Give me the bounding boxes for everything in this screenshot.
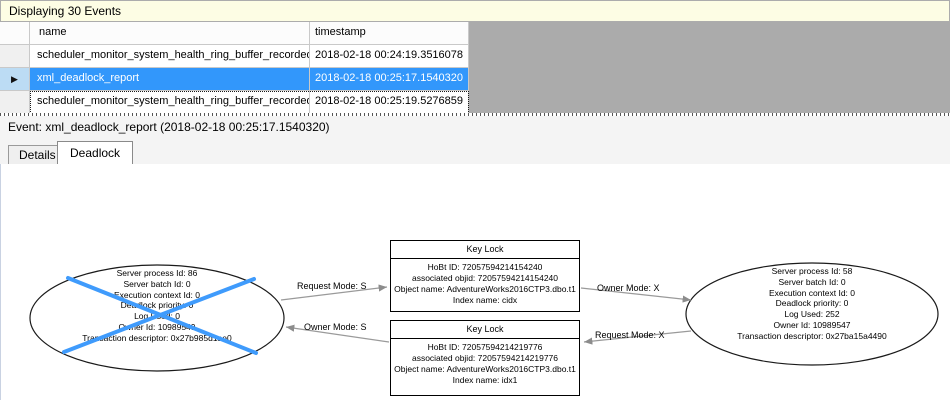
column-header-timestamp[interactable]: timestamp bbox=[310, 22, 469, 45]
events-grid-area: name timestamp scheduler_monitor_system_… bbox=[0, 22, 950, 114]
resource-title: Key Lock bbox=[391, 241, 579, 259]
process-attr: Deadlock priority: 0 bbox=[775, 298, 849, 309]
resource-detail-lines: HoBt ID: 72057594214219776 associated ob… bbox=[391, 339, 579, 386]
grid-corner-cell bbox=[0, 22, 30, 45]
edge-label-owner-mode-s: Owner Mode: S bbox=[304, 322, 367, 332]
edge-label-owner-mode-x: Owner Mode: X bbox=[597, 283, 660, 293]
row-header-cell[interactable] bbox=[0, 45, 30, 68]
row-header-cell[interactable]: ▶ bbox=[0, 68, 30, 91]
resource-attr: Index name: cidx bbox=[452, 295, 518, 305]
edge-label-request-mode-x: Request Mode: X bbox=[595, 330, 665, 340]
event-summary: Event: xml_deadlock_report (2018-02-18 0… bbox=[0, 116, 950, 139]
deadlock-graph-pane: Server process Id: 86 Server batch Id: 0… bbox=[0, 164, 950, 400]
process-attr: Execution context Id: 0 bbox=[114, 289, 200, 300]
process-attr: Log Used: 252 bbox=[784, 309, 840, 320]
process-attr: Server batch Id: 0 bbox=[778, 276, 846, 287]
process-attr: Transaction descriptor: 0x27ba15a4490 bbox=[737, 330, 887, 341]
process-attr: Owner Id: 10989547 bbox=[773, 319, 851, 330]
process-attr: Deadlock priority: 0 bbox=[120, 300, 194, 311]
process-attr: Server process Id: 86 bbox=[116, 268, 198, 278]
resource-attr: Object name: AdventureWorks2016CTP3.dbo.… bbox=[394, 364, 576, 374]
edge-owner-mode-x bbox=[580, 287, 692, 303]
grid-header-row: name timestamp bbox=[0, 22, 469, 45]
row-header-cell[interactable] bbox=[0, 91, 30, 114]
edge-request-mode-x bbox=[583, 330, 692, 345]
process-attr: Execution context Id: 0 bbox=[769, 287, 855, 298]
resource-attr: Object name: AdventureWorks2016CTP3.dbo.… bbox=[394, 284, 576, 294]
tab-strip: Details Deadlock bbox=[0, 139, 950, 164]
edge-request-mode-s bbox=[280, 284, 388, 301]
event-name-cell[interactable]: scheduler_monitor_system_health_ring_buf… bbox=[30, 91, 310, 114]
column-header-name[interactable]: name bbox=[30, 22, 310, 45]
resource-detail-lines: HoBt ID: 72057594214154240 associated ob… bbox=[391, 259, 579, 306]
selected-row-indicator-icon: ▶ bbox=[11, 74, 18, 84]
resource-node-key-lock[interactable]: Key Lock HoBt ID: 72057594214154240 asso… bbox=[390, 240, 580, 312]
event-timestamp-cell[interactable]: 2018-02-18 00:25:17.1540320 bbox=[310, 68, 469, 91]
edge-label-request-mode-s: Request Mode: S bbox=[297, 281, 367, 291]
process-attr: Server process Id: 58 bbox=[771, 266, 853, 276]
edge-owner-mode-s bbox=[285, 324, 390, 343]
resource-title: Key Lock bbox=[391, 321, 579, 339]
resource-node-key-lock[interactable]: Key Lock HoBt ID: 72057594214219776 asso… bbox=[390, 320, 580, 396]
event-timestamp-cell[interactable]: 2018-02-18 00:24:19.3516078 bbox=[310, 45, 469, 68]
tab-details[interactable]: Details bbox=[8, 145, 67, 164]
process-node-text: Server process Id: 58 Server batch Id: 0… bbox=[697, 266, 927, 342]
resource-attr: associated objid: 72057594214219776 bbox=[411, 353, 559, 363]
horizontal-splitter[interactable] bbox=[0, 113, 950, 116]
event-name-cell[interactable]: scheduler_monitor_system_health_ring_buf… bbox=[30, 45, 310, 68]
table-row-selected[interactable]: ▶ xml_deadlock_report 2018-02-18 00:25:1… bbox=[0, 68, 469, 91]
event-timestamp-cell[interactable]: 2018-02-18 00:25:19.5276859 bbox=[310, 91, 469, 114]
events-count-bar: Displaying 30 Events bbox=[0, 0, 950, 22]
process-node[interactable] bbox=[685, 262, 939, 366]
table-row[interactable]: scheduler_monitor_system_health_ring_buf… bbox=[0, 91, 469, 114]
process-attr: Transaction descriptor: 0x27b985d1ae0 bbox=[82, 332, 232, 343]
resource-attr: HoBt ID: 72057594214219776 bbox=[427, 342, 543, 352]
process-attr: Owner Id: 10989549 bbox=[118, 321, 196, 332]
event-name-cell[interactable]: xml_deadlock_report bbox=[30, 68, 310, 91]
resource-attr: associated objid: 72057594214154240 bbox=[411, 273, 559, 283]
resource-attr: HoBt ID: 72057594214154240 bbox=[427, 262, 543, 272]
process-attr: Server batch Id: 0 bbox=[123, 278, 191, 289]
process-attr: Log Used: 0 bbox=[134, 311, 180, 322]
table-row[interactable]: scheduler_monitor_system_health_ring_buf… bbox=[0, 45, 469, 68]
tab-deadlock[interactable]: Deadlock bbox=[57, 141, 134, 164]
events-grid: name timestamp scheduler_monitor_system_… bbox=[0, 22, 469, 114]
process-node-victim-text: Server process Id: 86 Server batch Id: 0… bbox=[42, 268, 272, 344]
resource-attr: Index name: idx1 bbox=[452, 375, 518, 385]
